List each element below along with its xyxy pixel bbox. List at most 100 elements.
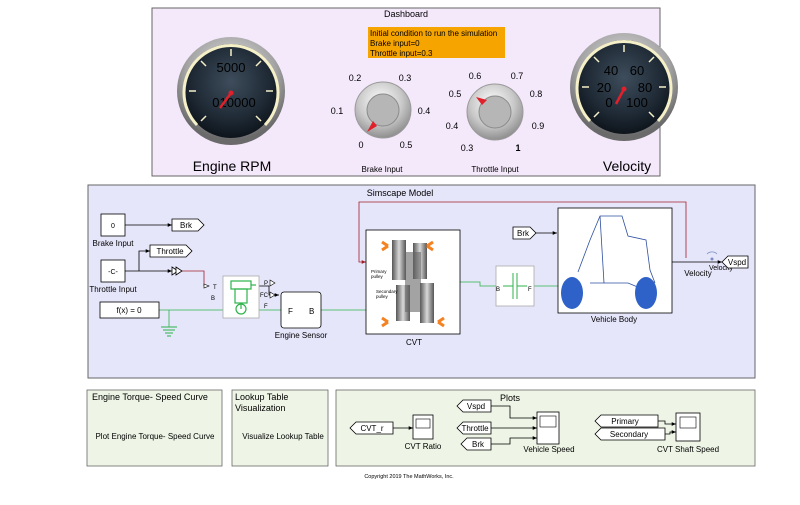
vspd-from-tag[interactable]: Vspd [456,399,492,413]
svg-text:B: B [211,296,215,302]
cvt-pulley-icon [381,240,445,328]
svg-text:F: F [288,307,293,316]
vehicle-speed-label: Vehicle Speed [523,445,574,454]
svg-text:F: F [264,304,268,310]
rear-wheel-icon [561,277,583,309]
svg-text:Brk: Brk [472,440,485,449]
lookup-title-line-1: Lookup Table [235,392,288,402]
velocity-gauge-ticks [582,45,666,118]
copyright-text: Copyright 2019 The MathWorks, Inc. [364,474,454,480]
svg-text:FC: FC [260,293,269,299]
scope-icon [415,418,431,429]
engine-rpm-gauge[interactable]: 5000 010000 Engine RPM [177,37,285,174]
engine-icon [230,280,256,315]
brake-input-knob[interactable]: 0.2 0.3 0.1 0.4 0 0.5 Brake Input [331,73,431,174]
brk-from-tag[interactable]: Brk [460,437,492,451]
engine-rpm-title: Engine RPM [193,158,272,174]
scope-icon [539,415,557,428]
brake-input-title: Brake Input [362,165,404,174]
throttle-input-knob[interactable]: 0.6 0.7 0.5 0.8 0.4 0.9 0.3 1 Throttle I… [446,71,545,174]
throttle-knob-ticks: 0.6 0.7 0.5 0.8 0.4 0.9 0.3 1 [446,71,545,153]
note-line-3: Throttle input=0.3 [370,49,433,58]
throttle-input-label: Throttle Input [89,285,137,294]
svg-text:Throttle: Throttle [156,247,184,256]
velocity-label-100: 100 [626,95,648,110]
solver-configuration-block[interactable]: f(x) = 0 [99,301,160,319]
throttle-goto-tag[interactable]: Throttle [149,244,193,258]
svg-text:0.9: 0.9 [532,121,545,131]
plot-engine-torque-link[interactable]: Plot Engine Torque- Speed Curve [95,432,215,441]
brake-input-constant-block[interactable]: 0 Brake Input [93,213,135,248]
velocity-label-0: 0 [605,95,612,110]
vspd-goto-tag[interactable]: Vspd [721,255,749,269]
lookup-title-line-2: Visualization [235,403,285,413]
svg-text:0.7: 0.7 [511,71,524,81]
simulink-ps-converter[interactable] [171,266,183,276]
throttle-input-title: Throttle Input [471,165,519,174]
svg-text:B: B [496,287,500,293]
initial-condition-note: Initial condition to run the simulation … [368,27,505,58]
cvt-shaft-speed-scope[interactable]: CVT Shaft Speed [657,412,719,454]
svg-text:Brk: Brk [180,221,193,230]
svg-text:0: 0 [111,223,115,230]
vehicle-brk-from-tag[interactable]: Brk [512,226,537,240]
velocity-gauge[interactable]: 40 60 20 80 0 100 Velocity [570,33,678,174]
svg-text:Vspd: Vspd [467,402,485,411]
scope-icon [679,416,697,429]
engine-gauge-label-5000: 5000 [217,60,246,75]
cvt-ratio-scope[interactable]: CVT Ratio [405,414,442,451]
engine-sensor-block[interactable]: F B Engine Sensor [275,291,328,340]
svg-text:0.6: 0.6 [469,71,482,81]
engine-sensor-label: Engine Sensor [275,331,328,340]
vehicle-body-block[interactable]: Vehicle Body [557,207,673,324]
svg-text:Primary: Primary [611,417,639,426]
brk-goto-tag[interactable]: Brk [171,218,205,232]
svg-text:F: F [528,287,532,293]
front-wheel-icon [635,277,657,309]
velocity-label-80: 80 [638,80,652,95]
svg-text:P: P [264,281,268,287]
svg-text:0.3: 0.3 [461,143,474,153]
velocity-signal-label: Velocity [684,269,712,278]
vehicle-body-label: Vehicle Body [591,315,637,324]
secondary-from-tag[interactable]: Secondary [594,427,666,441]
engine-torque-panel: Engine Torque- Speed Curve Plot Engine T… [86,389,223,467]
svg-text:0.8: 0.8 [530,89,543,99]
throttle-input-constant-block[interactable]: -C- Throttle Input [89,259,137,294]
engine-torque-title: Engine Torque- Speed Curve [92,392,208,402]
svg-text:CVT_r: CVT_r [360,424,383,433]
svg-text:0.4: 0.4 [418,106,431,116]
note-line-2: Brake input=0 [370,39,420,48]
velocity-title: Velocity [603,158,651,174]
svg-text:Secondary: Secondary [610,430,648,439]
velocity-scope-label: Velocity [709,265,734,272]
engine-block[interactable]: T B P FC F [203,275,276,319]
plots-signal-lines [393,405,676,445]
svg-text:f(x) = 0: f(x) = 0 [116,306,142,315]
brake-knob-pointer [367,121,377,132]
brake-input-label: Brake Input [93,239,135,248]
svg-text:Vspd: Vspd [728,258,746,267]
cvt-r-from-tag[interactable]: CVT_r [349,421,394,435]
svg-text:0.5: 0.5 [400,140,413,150]
clutch-block[interactable]: B F [495,265,535,307]
dashboard-title: Dashboard [384,9,428,19]
cvt-ratio-label: CVT Ratio [405,442,442,451]
throttle-from-tag[interactable]: Throttle [456,421,492,435]
vehicle-speed-scope[interactable]: Vehicle Speed [523,411,575,454]
velocity-gauge-needle [614,88,626,105]
cvt-shaft-speed-label: CVT Shaft Speed [657,445,719,454]
primary-from-tag[interactable]: Primary [594,414,659,428]
cvt-label: CVT [406,338,422,347]
brake-knob-ticks: 0.2 0.3 0.1 0.4 0 0.5 [331,73,431,150]
dashboard-panel: Dashboard Initial condition to run the s… [151,7,678,177]
engine-gauge-ticks [189,49,273,122]
svg-text:B: B [309,307,314,316]
visualize-lookup-link[interactable]: Visualize Lookup Table [242,432,324,441]
velocity-label-60: 60 [630,63,644,78]
svg-text:0.4: 0.4 [446,121,459,131]
clutch-icon [503,273,527,299]
velocity-signal-output[interactable]: Velocity Velocity [684,251,734,278]
